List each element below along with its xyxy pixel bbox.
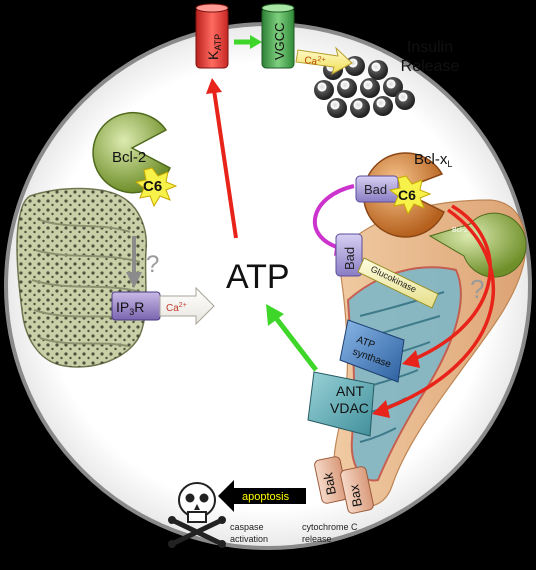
ip3r-channel: IP3R (111, 291, 161, 321)
ca-release-arrow: Ca2+ (159, 286, 215, 326)
svg-text:Bcl-xL: Bcl-xL (414, 151, 452, 169)
ant-vdac: ANT VDAC (307, 371, 375, 437)
katp-label: K (205, 50, 221, 60)
skull-crossbones-icon (168, 482, 226, 548)
bad-protein-lower: Bad (335, 233, 363, 277)
c6-label-right: C6 (398, 187, 416, 203)
bad-label-lower: Bad (342, 247, 357, 270)
atp-synthase: ATP synthase (339, 319, 405, 383)
bad-translocation-arrow (312, 184, 355, 250)
bclxl-to-ant-arrow (381, 208, 496, 412)
bax-label: Bax (346, 483, 365, 508)
katp-subscript: ATP (213, 34, 223, 51)
ant-label: ANT (336, 383, 364, 399)
ca-superscript: 2+ (317, 56, 326, 64)
bclxl-label: Bcl-x (414, 151, 448, 168)
ip3r-label-b: R (134, 299, 144, 315)
svg-text:IP3R: IP3R (116, 299, 144, 317)
atp-to-katp-arrow (212, 89, 238, 239)
atp-label: ATP (226, 258, 290, 296)
endoplasmic-reticulum (16, 187, 148, 368)
caspase-label-2: activation (230, 534, 268, 544)
question-mark-icon: ? (470, 274, 484, 304)
svg-text:Ca2+: Ca2+ (166, 302, 187, 314)
vdac-label: VDAC (330, 400, 369, 416)
c6-label-left: C6 (143, 178, 162, 195)
insulin-release-label-2: Release (401, 58, 460, 75)
bcl2-small-protein: Bcl-2 (428, 212, 527, 278)
apoptosis-arrow: apoptosis (218, 480, 306, 512)
bak-protein: Bak (314, 456, 348, 504)
bcl2-small-label: Bcl-2 (452, 227, 468, 234)
cytochrome-label-1: cytochrome C (302, 522, 358, 532)
cytochrome-label-2: release (302, 534, 332, 544)
vgcc-label: VGCC (272, 22, 287, 60)
ip3r-label-a: IP (116, 299, 129, 315)
bad-label-top: Bad (364, 182, 387, 197)
caspase-label-1: caspase (230, 522, 264, 532)
ca-label: Ca (304, 55, 319, 68)
vgcc-channel: VGCC (261, 3, 295, 69)
bax-protein: Bax (340, 466, 374, 514)
insulin-granules (314, 56, 415, 118)
bad-protein-top: Bad (355, 175, 399, 203)
bak-label: Bak (320, 471, 339, 496)
bclxl-subscript: L (447, 159, 452, 169)
ant-to-atp-arrow (274, 316, 318, 372)
bcl2-label: Bcl-2 (112, 149, 146, 166)
katp-channel: KATP (195, 3, 229, 69)
insulin-release-label-1: Insulin (407, 39, 453, 56)
question-mark-icon: ? (146, 251, 159, 278)
starburst-icon (134, 167, 178, 208)
svg-text:KATP: KATP (205, 34, 223, 60)
svg-text:Ca2+: Ca2+ (304, 54, 326, 69)
ca-release-label: Ca (166, 303, 179, 314)
ca-influx-arrow: Ca2+ (295, 46, 353, 76)
apoptosis-label: apoptosis (242, 491, 290, 503)
bclxl-to-atp-synthase-arrow (411, 204, 492, 362)
ca-release-superscript: 2+ (179, 302, 187, 309)
starburst-icon (388, 175, 432, 216)
ip3r-subscript: 3 (129, 307, 134, 317)
